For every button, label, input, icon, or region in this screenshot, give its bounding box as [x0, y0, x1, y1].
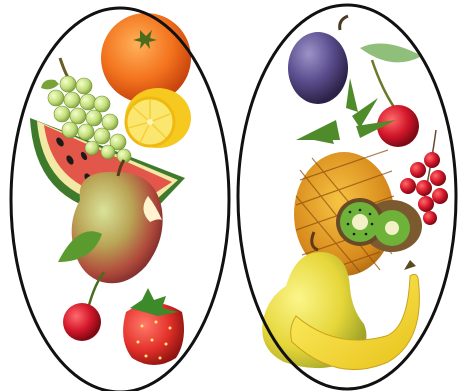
- lemon-image: [125, 88, 191, 148]
- orange-image: [101, 13, 191, 103]
- cherry-leaf-image: [360, 44, 422, 111]
- left-set-fruits: [30, 13, 191, 365]
- plum-image: [288, 16, 348, 104]
- right-set-fruits: [262, 16, 448, 370]
- strawberry-image: [123, 288, 184, 365]
- cherry-image: [63, 272, 104, 341]
